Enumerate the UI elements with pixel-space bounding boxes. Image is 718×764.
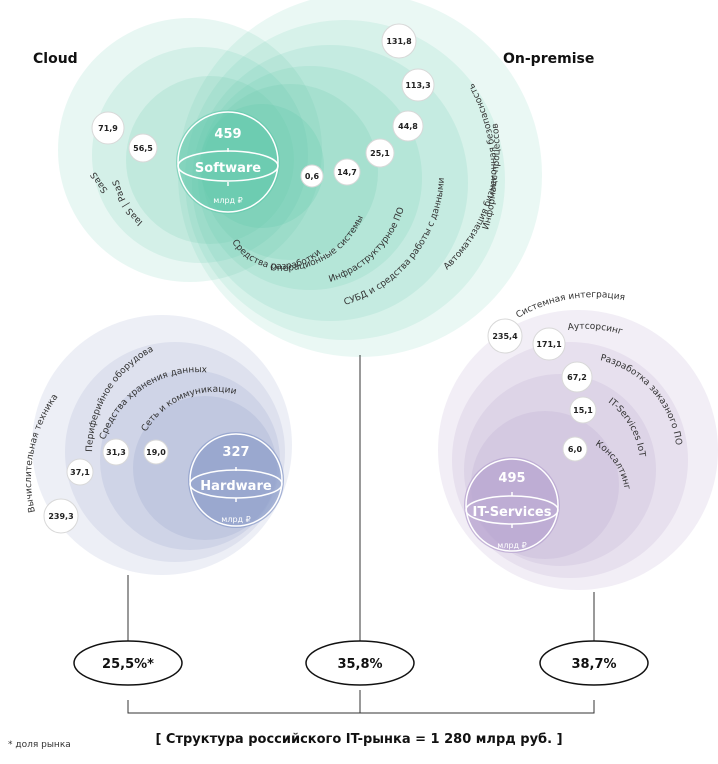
share-software: 35,8% xyxy=(305,640,415,686)
bubble-sv3: 15,1 xyxy=(569,396,597,424)
bubble-iaas: 56,5 xyxy=(128,133,158,163)
services-globe xyxy=(465,458,559,552)
svg-text:6,0: 6,0 xyxy=(568,445,583,454)
bubble-sv2: 67,2 xyxy=(561,361,593,393)
svg-text:19,0: 19,0 xyxy=(146,448,166,457)
services-value: 495 xyxy=(498,471,525,486)
share-hardware: 25,5%* xyxy=(73,640,183,686)
hardware-unit: млрд ₽ xyxy=(221,515,250,524)
share-services: 38,7% xyxy=(539,640,649,686)
services-name: IT-Services xyxy=(473,505,552,520)
cloud-label: Cloud xyxy=(33,51,78,67)
svg-text:31,3: 31,3 xyxy=(106,448,126,457)
bubble-saas: 71,9 xyxy=(91,111,125,145)
svg-text:35,8%: 35,8% xyxy=(337,657,382,672)
bubble-sw5: 131,8 xyxy=(381,23,417,59)
bubble-sw4: 113,3 xyxy=(401,68,435,102)
svg-text:235,4: 235,4 xyxy=(492,332,518,341)
svg-text:25,5%*: 25,5%* xyxy=(102,657,154,672)
connector-lines xyxy=(127,355,595,714)
diagram-title: [ Структура российского IT-рынка = 1 280… xyxy=(155,732,563,747)
hardware-circles xyxy=(32,315,292,575)
hardware-name: Hardware xyxy=(200,479,272,494)
hardware-globe xyxy=(189,433,283,527)
svg-text:113,3: 113,3 xyxy=(405,81,430,90)
svg-text:25,1: 25,1 xyxy=(370,149,390,158)
on-premise-label: On-premise xyxy=(503,51,595,67)
svg-text:15,1: 15,1 xyxy=(573,406,593,415)
svg-text:67,2: 67,2 xyxy=(567,373,587,382)
svg-text:71,9: 71,9 xyxy=(98,124,118,133)
bubble-hw3: 19,0 xyxy=(143,439,169,465)
svg-text:38,7%: 38,7% xyxy=(571,657,616,672)
bubble-hw1: 37,1 xyxy=(66,458,94,486)
bubble-sv0: 235,4 xyxy=(487,318,523,354)
software-value: 459 xyxy=(214,127,241,142)
bubble-sw0: 0,6 xyxy=(300,164,324,188)
hardware-value: 327 xyxy=(222,445,249,460)
software-circles xyxy=(176,0,542,357)
svg-text:0,6: 0,6 xyxy=(305,172,320,181)
software-unit: млрд ₽ xyxy=(213,196,242,205)
software-globe xyxy=(177,111,279,213)
bubble-sv4: 6,0 xyxy=(562,436,588,462)
bubble-sw1: 14,7 xyxy=(333,158,361,186)
bubble-sw3: 44,8 xyxy=(392,110,424,142)
svg-text:171,1: 171,1 xyxy=(536,340,562,349)
bubble-hw2: 31,3 xyxy=(102,438,130,466)
svg-text:131,8: 131,8 xyxy=(386,37,412,46)
services-unit: млрд ₽ xyxy=(497,541,526,550)
footnote: * доля рынка xyxy=(8,740,71,750)
svg-text:44,8: 44,8 xyxy=(398,122,418,131)
software-name: Software xyxy=(195,161,261,176)
svg-text:14,7: 14,7 xyxy=(337,168,357,177)
bubble-sw2: 25,1 xyxy=(365,138,395,168)
bubble-hw0: 239,3 xyxy=(43,498,79,534)
svg-text:37,1: 37,1 xyxy=(70,468,90,477)
svg-text:239,3: 239,3 xyxy=(48,512,73,521)
bubble-sv1: 171,1 xyxy=(532,327,566,361)
svg-text:56,5: 56,5 xyxy=(133,144,153,153)
